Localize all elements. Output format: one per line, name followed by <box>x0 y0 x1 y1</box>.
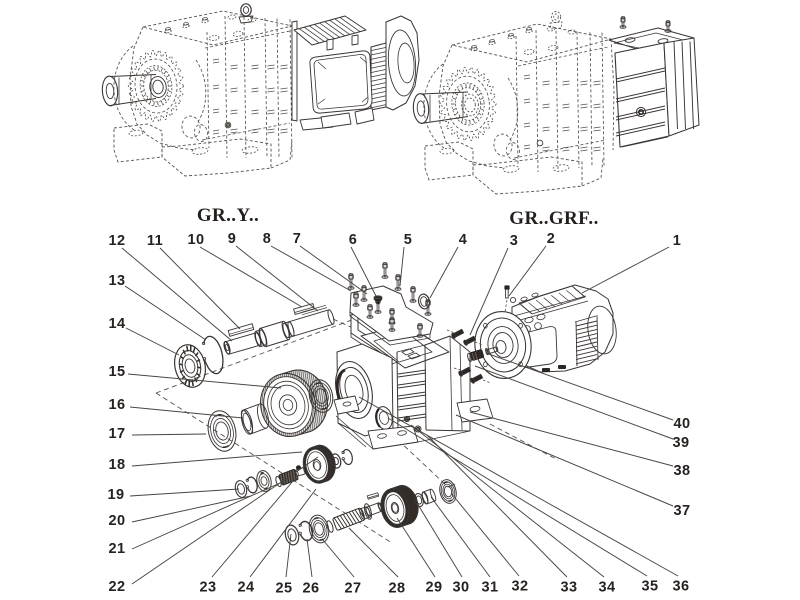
svg-text:21: 21 <box>109 541 126 557</box>
svg-text:34: 34 <box>599 580 616 596</box>
svg-text:27: 27 <box>345 581 362 597</box>
svg-text:37: 37 <box>674 503 691 519</box>
svg-text:3: 3 <box>510 233 518 249</box>
svg-text:17: 17 <box>109 426 126 442</box>
svg-text:33: 33 <box>561 580 578 596</box>
svg-text:20: 20 <box>109 513 126 529</box>
svg-text:32: 32 <box>512 579 529 595</box>
svg-text:31: 31 <box>482 580 499 596</box>
svg-text:16: 16 <box>109 397 126 413</box>
svg-text:23: 23 <box>200 580 217 596</box>
svg-text:11: 11 <box>147 233 163 249</box>
svg-text:26: 26 <box>303 581 320 597</box>
svg-text:2: 2 <box>547 231 555 247</box>
svg-text:28: 28 <box>389 581 406 597</box>
svg-text:22: 22 <box>109 579 126 595</box>
svg-text:10: 10 <box>188 232 205 248</box>
svg-text:35: 35 <box>642 579 659 595</box>
svg-text:13: 13 <box>109 273 126 289</box>
svg-text:GR..GRF..: GR..GRF.. <box>509 208 598 229</box>
svg-text:9: 9 <box>228 231 236 247</box>
svg-text:29: 29 <box>426 580 443 596</box>
svg-text:7: 7 <box>293 231 301 247</box>
svg-text:30: 30 <box>453 580 470 596</box>
svg-text:40: 40 <box>674 416 691 432</box>
svg-text:8: 8 <box>263 231 271 247</box>
svg-text:18: 18 <box>109 457 126 473</box>
svg-text:1: 1 <box>673 233 681 249</box>
svg-text:25: 25 <box>276 581 293 597</box>
svg-text:5: 5 <box>404 232 412 248</box>
svg-text:14: 14 <box>109 316 126 332</box>
svg-text:12: 12 <box>109 233 126 249</box>
svg-text:19: 19 <box>108 487 125 503</box>
svg-text:39: 39 <box>673 435 690 451</box>
svg-text:4: 4 <box>459 232 467 248</box>
svg-text:6: 6 <box>349 232 357 248</box>
svg-text:15: 15 <box>109 364 126 380</box>
svg-text:24: 24 <box>238 580 255 596</box>
svg-text:38: 38 <box>674 463 691 479</box>
svg-text:GR..Y..: GR..Y.. <box>197 205 259 226</box>
svg-text:36: 36 <box>673 579 690 595</box>
